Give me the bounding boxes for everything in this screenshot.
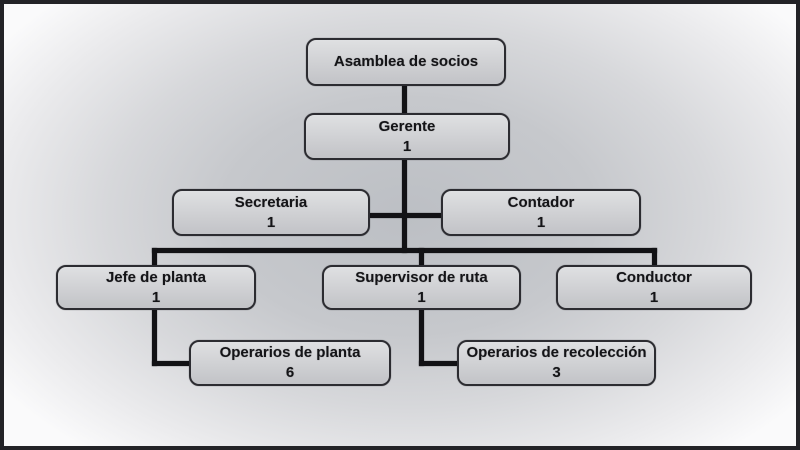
connector-bus-jefe-planta <box>152 248 157 265</box>
node-label-supervisor-ruta: Supervisor de ruta <box>355 268 488 286</box>
connector-bus-horizontal <box>152 248 657 253</box>
org-node-asamblea: Asamblea de socios <box>306 38 506 86</box>
org-chart-diagram: Asamblea de socios Gerente 1 Secretaria … <box>4 4 796 446</box>
node-label-contador: Contador <box>507 193 575 211</box>
org-node-operarios-planta: Operarios de planta 6 <box>189 340 391 386</box>
connector-bus-supervisor-ruta <box>419 248 424 265</box>
node-label-secretaria: Secretaria <box>234 193 308 211</box>
connector-supervisor-down <box>419 309 424 366</box>
node-count-operarios-recoleccion: 3 <box>552 364 561 381</box>
node-label-operarios-recoleccion: Operarios de recolección <box>466 344 647 361</box>
connector-secretaria-contador <box>370 213 441 218</box>
node-count-supervisor-ruta: 1 <box>417 288 426 306</box>
org-node-jefe-planta: Jefe de planta 1 <box>56 265 256 310</box>
org-node-supervisor-ruta: Supervisor de ruta 1 <box>322 265 521 310</box>
node-count-contador: 1 <box>536 213 546 231</box>
org-node-secretaria: Secretaria 1 <box>172 189 370 236</box>
connector-supervisor-operarios <box>419 361 458 366</box>
node-label-gerente: Gerente <box>378 117 436 135</box>
connector-gerente-bus <box>402 158 407 253</box>
node-label-operarios-planta: Operarios de planta <box>219 344 361 361</box>
connector-asamblea-gerente <box>402 84 407 115</box>
org-node-operarios-recoleccion: Operarios de recolección 3 <box>457 340 656 386</box>
org-node-conductor: Conductor 1 <box>556 265 752 310</box>
connector-jefe-planta-down <box>152 309 157 366</box>
node-count-operarios-planta: 6 <box>285 364 295 381</box>
org-node-contador: Contador 1 <box>441 189 641 236</box>
node-label-conductor: Conductor <box>616 268 692 286</box>
node-count-secretaria: 1 <box>266 213 276 231</box>
node-count-gerente: 1 <box>402 137 412 155</box>
node-count-jefe-planta: 1 <box>151 288 161 306</box>
node-count-conductor: 1 <box>649 288 659 306</box>
node-label-jefe-planta: Jefe de planta <box>105 268 207 286</box>
node-label-asamblea: Asamblea de socios <box>333 53 479 70</box>
connector-bus-conductor <box>652 248 657 265</box>
org-node-gerente: Gerente 1 <box>304 113 510 160</box>
connector-jefe-planta-operarios <box>152 361 190 366</box>
